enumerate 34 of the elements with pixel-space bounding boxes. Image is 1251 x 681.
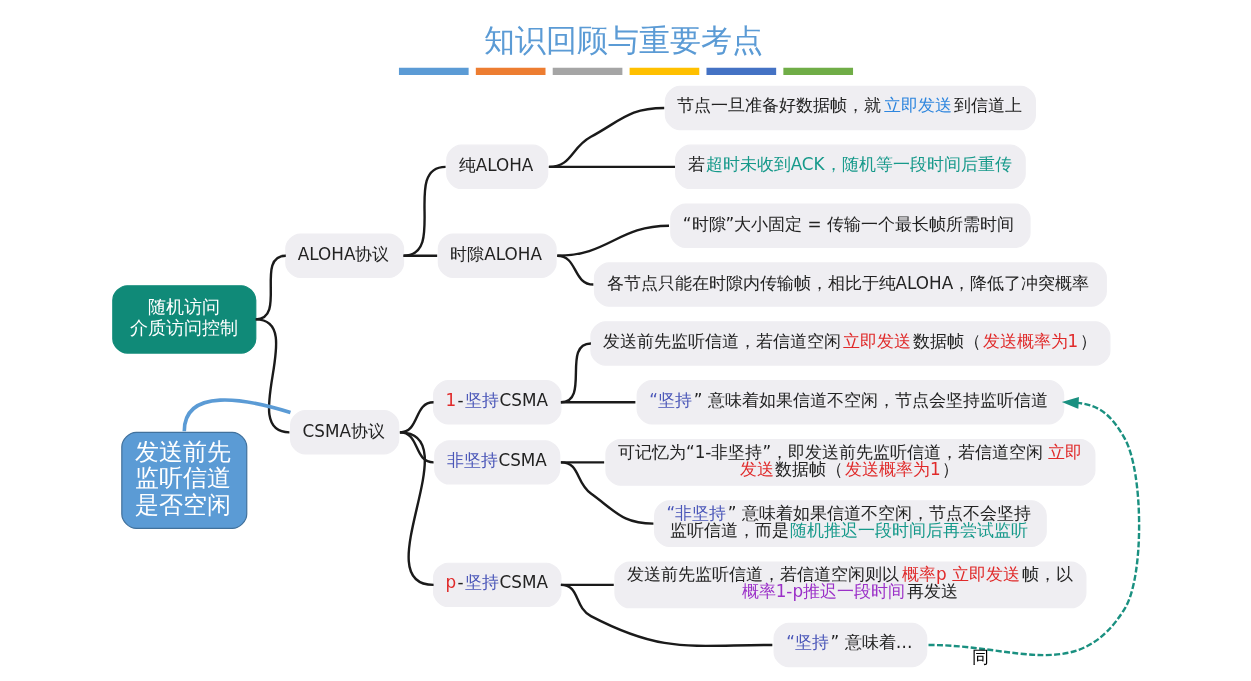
node-box: p-坚持CSMA bbox=[432, 562, 561, 608]
connector bbox=[560, 461, 653, 525]
node-box: 发送前先监听信道是否空闲 bbox=[120, 431, 247, 530]
node-box: 非坚持CSMA bbox=[433, 440, 560, 485]
node-box: 发送前先监听信道，若信道空闲则以概率p 立即发送帧，以概率1-p推迟一段时间再发送 bbox=[613, 561, 1086, 609]
node-box: 节点一旦准备好数据帧，就立即发送到信道上 bbox=[664, 85, 1036, 131]
node-box: 1-坚持CSMA bbox=[432, 380, 561, 425]
node-box: 发送前先监听信道，若信道空闲立即发送数据帧（发送概率为1） bbox=[589, 321, 1110, 366]
node-box: “时隙”大小固定 = 传输一个最长帧所需时间 bbox=[669, 203, 1031, 248]
node-box: 各节点只能在时隙内传输帧，相比于纯ALOHA，降低了冲突概率 bbox=[593, 262, 1107, 307]
node-box: 若超时未收到ACK，随机等一段时间后重传 bbox=[674, 144, 1026, 190]
connector bbox=[560, 583, 772, 648]
connector bbox=[548, 106, 664, 169]
node-box: 时隙ALOHA bbox=[437, 233, 557, 278]
arrow bbox=[927, 397, 1140, 657]
connector bbox=[402, 165, 446, 257]
connector bbox=[556, 254, 593, 286]
node-box: 随机访问介质访问控制 bbox=[111, 285, 256, 354]
node-box: 纯ALOHA bbox=[445, 144, 548, 190]
node-box: ALOHA协议 bbox=[284, 233, 404, 278]
node-box: 可记忆为“1-非坚持”，即发送前先监听信道，若信道空闲立即发送数据帧（发送概率为1） bbox=[604, 438, 1095, 486]
connector bbox=[560, 401, 635, 404]
connector bbox=[182, 398, 291, 432]
node-box: “坚持” 意味着… bbox=[773, 622, 927, 668]
connector bbox=[548, 165, 675, 169]
node-box: CSMA协议 bbox=[289, 410, 399, 455]
connector bbox=[255, 318, 290, 434]
edge-label: 同 bbox=[971, 647, 989, 668]
connector bbox=[399, 431, 434, 587]
node-box: “坚持” 意味着如果信道不空闲，节点会坚持监听信道 bbox=[636, 380, 1064, 425]
connector bbox=[403, 254, 437, 257]
connector bbox=[556, 224, 669, 257]
node-box: “非坚持” 意味着如果信道不空闲，节点不会坚持监听信道，而是随机推迟一段时间后再尝试监听 bbox=[653, 500, 1047, 548]
diagram-title: 知识回顾与重要考点 bbox=[483, 21, 763, 58]
